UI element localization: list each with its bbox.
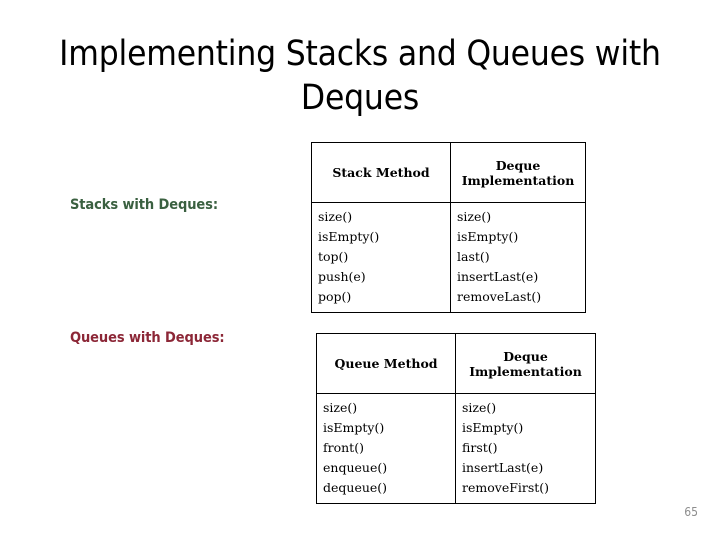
table-header: Queue Method Deque Implementation bbox=[316, 333, 596, 394]
column-header-stack-method: Stack Method bbox=[311, 142, 451, 203]
list-item: size() bbox=[457, 209, 492, 224]
section-label-queues: Queues with Deques: bbox=[70, 330, 225, 346]
deque-implementation-list: size() isEmpty() last() insertLast(e) re… bbox=[451, 207, 585, 307]
list-item: size() bbox=[462, 400, 497, 415]
queues-with-deques-table: Queue Method Deque Implementation size()… bbox=[316, 333, 596, 504]
column-header-deque-implementation: Deque Implementation bbox=[450, 142, 586, 203]
table-header: Stack Method Deque Implementation bbox=[311, 142, 586, 203]
section-label-stacks: Stacks with Deques: bbox=[70, 197, 218, 213]
deque-implementation-list: size() isEmpty() first() insertLast(e) r… bbox=[456, 398, 595, 498]
table-body: size() isEmpty() front() enqueue() deque… bbox=[316, 393, 596, 504]
list-item: push(e) bbox=[318, 269, 366, 284]
list-item: dequeue() bbox=[323, 480, 388, 495]
table-header-row: Queue Method Deque Implementation bbox=[316, 333, 596, 394]
stack-method-cell: size() isEmpty() top() push(e) pop() bbox=[311, 202, 451, 313]
table-header-row: Stack Method Deque Implementation bbox=[311, 142, 586, 203]
deque-implementation-cell: size() isEmpty() first() insertLast(e) r… bbox=[455, 393, 596, 504]
list-item: first() bbox=[462, 440, 498, 455]
column-header-queue-method: Queue Method bbox=[316, 333, 456, 394]
column-header-deque-implementation: Deque Implementation bbox=[455, 333, 596, 394]
list-item: size() bbox=[318, 209, 353, 224]
queue-method-cell: size() isEmpty() front() enqueue() deque… bbox=[316, 393, 456, 504]
list-item: insertLast(e) bbox=[457, 269, 539, 284]
list-item: pop() bbox=[318, 289, 352, 304]
list-item: removeLast() bbox=[457, 289, 542, 304]
page-number: 65 bbox=[684, 505, 698, 519]
list-item: last() bbox=[457, 249, 490, 264]
list-item: enqueue() bbox=[323, 460, 388, 475]
list-item: isEmpty() bbox=[462, 420, 524, 435]
stack-method-list: size() isEmpty() top() push(e) pop() bbox=[312, 207, 450, 307]
list-item: removeFirst() bbox=[462, 480, 550, 495]
list-item: isEmpty() bbox=[457, 229, 519, 244]
stacks-with-deques-table: Stack Method Deque Implementation size()… bbox=[311, 142, 586, 313]
table-row: size() isEmpty() top() push(e) pop() siz… bbox=[311, 202, 586, 313]
list-item: isEmpty() bbox=[318, 229, 380, 244]
list-item: isEmpty() bbox=[323, 420, 385, 435]
queue-method-list: size() isEmpty() front() enqueue() deque… bbox=[317, 398, 455, 498]
list-item: insertLast(e) bbox=[462, 460, 544, 475]
list-item: size() bbox=[323, 400, 358, 415]
page-title: Implementing Stacks and Queues with Dequ… bbox=[59, 34, 661, 118]
table-row: size() isEmpty() front() enqueue() deque… bbox=[316, 393, 596, 504]
list-item: top() bbox=[318, 249, 349, 264]
table-body: size() isEmpty() top() push(e) pop() siz… bbox=[311, 202, 586, 313]
deque-implementation-cell: size() isEmpty() last() insertLast(e) re… bbox=[450, 202, 586, 313]
list-item: front() bbox=[323, 440, 364, 455]
